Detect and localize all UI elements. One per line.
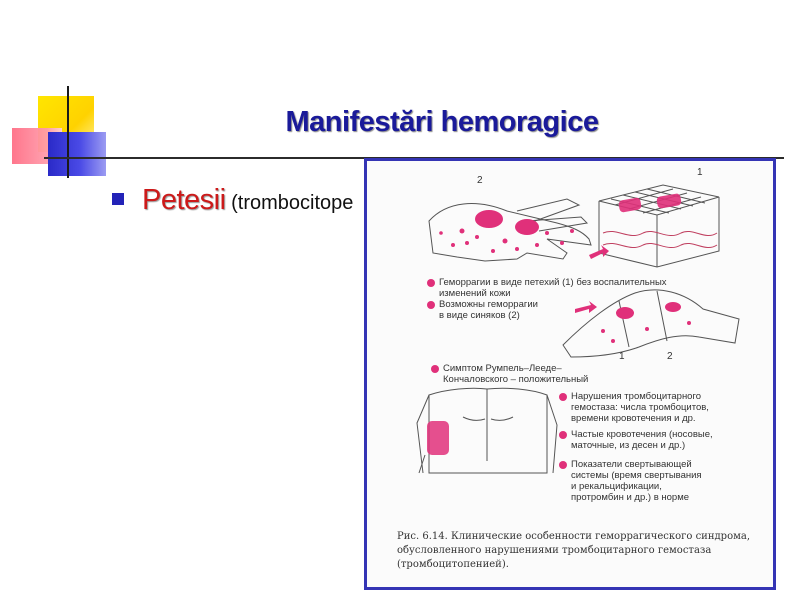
illustration-drawing <box>416 184 740 474</box>
marker-number: 1 <box>619 351 625 362</box>
bullet-description: (trombocitope <box>225 192 354 214</box>
torso-drawing <box>416 387 558 474</box>
marker-number: 2 <box>477 175 483 186</box>
figure-caption-line: обусловленного нарушениями тромбоцитарно… <box>397 545 712 556</box>
figure-caption-line: Рис. 6.14. Клинические особенности гемор… <box>397 531 751 542</box>
leg-drawing <box>562 289 740 358</box>
hand-drawing <box>428 198 592 262</box>
petechiae-skin <box>618 193 682 213</box>
logo-blue-square <box>48 132 106 176</box>
bullet-item: Petesii (trombocitope <box>142 184 353 217</box>
logo-vertical-line <box>67 86 69 178</box>
bruises-leg <box>601 302 691 343</box>
legend-dots <box>427 279 567 469</box>
marker-number: 2 <box>667 351 673 362</box>
petechiae-hand <box>439 210 574 253</box>
figure-label-petechiae: Геморрагии в виде петехий (1) без воспал… <box>439 277 667 299</box>
figure-label-rumpel-leede: Симптом Румпель–Лееде–Кончаловского – по… <box>443 363 589 385</box>
medical-illustration: 2 1 1 2 Геморрагии в виде петехий (1) бе… <box>364 158 776 590</box>
figure-caption-line: (тромбоцитопенией). <box>397 559 509 570</box>
marker-number: 1 <box>697 167 703 178</box>
slide-title: Manifestări hemoragice <box>285 106 599 138</box>
bullet-term: Petesii <box>142 184 226 216</box>
arrow-icons <box>575 245 609 313</box>
bullet-square-icon <box>112 193 124 205</box>
figure-label-bleeding: Частые кровотечения (носовые,маточные, и… <box>571 429 713 451</box>
cuff-drawing <box>418 421 449 474</box>
